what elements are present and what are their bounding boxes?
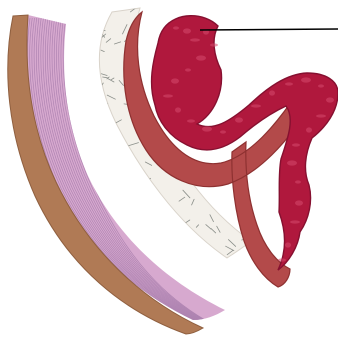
mucosa-texture-mark <box>269 90 275 95</box>
mucosa-texture-mark <box>163 94 173 97</box>
mucosa-texture-mark <box>210 43 218 46</box>
mucosa-texture-mark <box>185 68 191 71</box>
mucosa-texture-mark <box>306 127 312 132</box>
mucosa-texture-mark <box>183 28 191 33</box>
mucosa-texture-mark <box>171 78 179 83</box>
mucosa-texture-mark <box>278 258 286 261</box>
mucosa-texture-mark <box>196 55 206 60</box>
mucosa-texture-mark <box>285 82 293 85</box>
mucosa-texture-mark <box>285 242 291 247</box>
mucosa-texture-mark <box>292 143 300 146</box>
mucosa-texture-mark <box>295 200 303 205</box>
mucosa-texture-mark <box>190 38 200 41</box>
mucosa-texture-mark <box>326 97 334 102</box>
mucosa-texture-mark <box>287 160 297 165</box>
mucosa-texture-mark <box>318 84 324 87</box>
mucosa-texture-mark <box>220 130 226 133</box>
mucosa-leader-line <box>200 29 338 30</box>
mucosa-texture-mark <box>173 26 179 29</box>
mucosa-texture-mark <box>290 220 300 223</box>
mucosa-texture-mark <box>316 114 326 117</box>
mucosa-texture-mark <box>187 119 195 122</box>
mucosa-texture-mark <box>301 77 311 82</box>
mucosa-texture-mark <box>295 180 301 183</box>
mucosa-texture-mark <box>235 117 243 122</box>
mucosa-texture-mark <box>202 126 212 131</box>
mucosa-texture-mark <box>251 104 261 107</box>
mucosa-texture-mark <box>175 107 181 112</box>
